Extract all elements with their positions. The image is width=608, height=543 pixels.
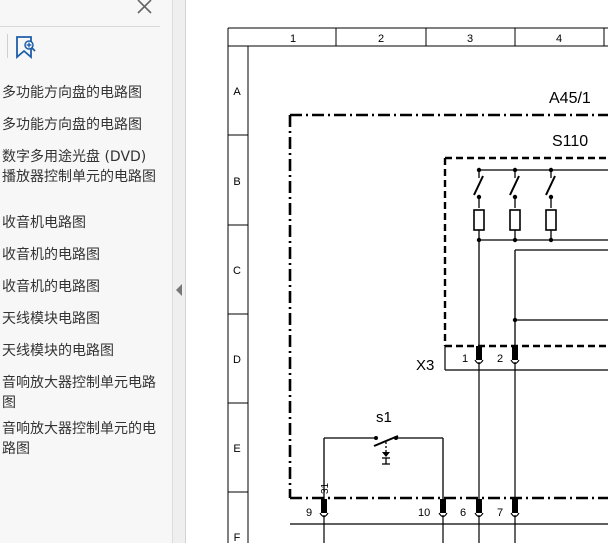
toolbar-separator — [7, 34, 8, 58]
pin-label: 31 — [320, 482, 331, 494]
row-label: C — [233, 265, 241, 277]
pin-label: 7 — [497, 507, 503, 519]
pin-label: 1 — [462, 353, 468, 365]
pin-label: 10 — [418, 507, 430, 519]
panel-splitter[interactable] — [172, 0, 186, 543]
bookmark-item[interactable]: 音响放大器控制单元电路图 — [2, 375, 156, 411]
switch-label: s1 — [376, 409, 392, 426]
row-label: D — [233, 354, 241, 366]
bookmark-item[interactable]: 多功能方向盘的电路图 — [2, 85, 142, 101]
pin-label: 2 — [497, 353, 503, 365]
bookmark-item[interactable]: 天线模块电路图 — [2, 311, 100, 327]
pin-label: 9 — [306, 507, 312, 519]
bookmark-item[interactable]: 多功能方向盘的电路图 — [2, 117, 142, 133]
module-label: A45/1 — [549, 90, 591, 107]
collapse-arrow-icon[interactable] — [176, 284, 182, 296]
column-label: 3 — [467, 33, 473, 45]
bookmarks-sidebar: 多功能方向盘的电路图 多功能方向盘的电路图 数字多用途光盘 (DVD) 播放器控… — [0, 0, 172, 543]
bookmark-item[interactable]: 收音机的电路图 — [2, 279, 100, 295]
bookmark-item[interactable]: 收音机的电路图 — [2, 247, 100, 263]
document-viewer[interactable]: 1 2 3 4 A B C D E F A45/1 S110 — [186, 0, 608, 543]
row-label: F — [234, 532, 241, 543]
row-label: A — [233, 86, 241, 98]
column-label: 4 — [556, 33, 562, 45]
row-label: E — [233, 443, 240, 455]
bookmark-item[interactable]: 收音机电路图 — [2, 215, 86, 231]
connector-label: X3 — [416, 357, 434, 374]
pin-label: 6 — [460, 507, 466, 519]
bookmark-item[interactable]: 数字多用途光盘 (DVD) 播放器控制单元的电路图 — [2, 149, 156, 185]
toolbar-divider — [0, 26, 160, 27]
bookmark-item[interactable]: 音响放大器控制单元的电路图 — [2, 421, 156, 457]
circuit-diagram: 1 2 3 4 A B C D E F A45/1 S110 — [227, 27, 608, 543]
switch-block-label: S110 — [552, 133, 588, 150]
add-bookmark-icon[interactable] — [14, 34, 38, 60]
row-label: B — [233, 176, 240, 188]
close-icon[interactable] — [134, 0, 156, 18]
column-label: 2 — [378, 33, 384, 45]
bookmark-item[interactable]: 天线模块的电路图 — [2, 343, 114, 359]
column-label: 1 — [290, 33, 296, 45]
